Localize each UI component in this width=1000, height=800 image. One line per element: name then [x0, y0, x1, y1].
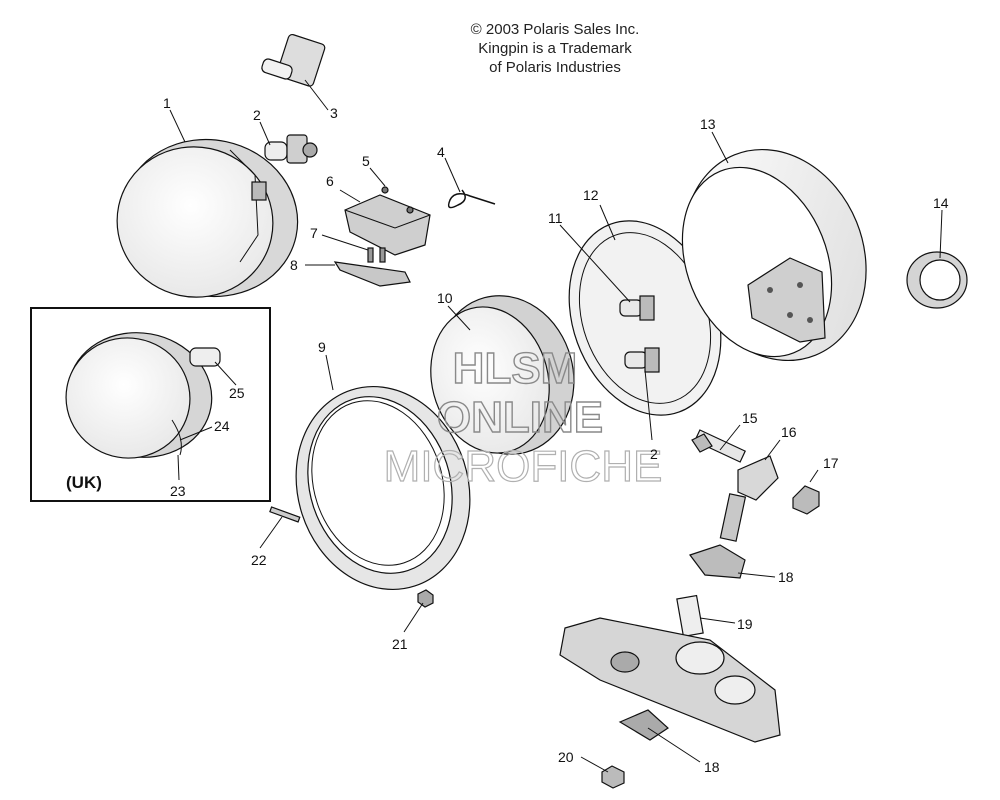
- watermark-line-3: MICROFICHE: [384, 442, 663, 491]
- housing-shell-part: [681, 148, 867, 362]
- copyright-line-2: Kingpin is a Trademark: [478, 40, 632, 57]
- leader-lines: [169, 79, 943, 773]
- watermark-line-1: HLSM: [453, 344, 578, 393]
- callout-11: 11: [548, 210, 563, 226]
- callout-16: 16: [781, 424, 797, 440]
- callout-23: 23: [170, 483, 186, 499]
- callout-9: 9: [318, 339, 326, 355]
- callout-19: 19: [737, 616, 753, 632]
- grommet-ring-part: [906, 251, 968, 309]
- lower-mount-assembly: [559, 544, 781, 789]
- copyright-line-1: © 2003 Polaris Sales Inc.: [470, 21, 640, 38]
- callout-8: 8: [290, 257, 298, 273]
- callout-labels: 1 2 3 4 5 6 7 8 9 10 11 12 13 14 15 16 1…: [66, 95, 949, 775]
- bulb-part: [264, 134, 318, 164]
- callout-24: 24: [214, 418, 230, 434]
- copyright-line-3: of Polaris Industries: [489, 59, 621, 76]
- callout-12: 12: [583, 187, 599, 203]
- callout-22: 22: [251, 552, 267, 568]
- callout-6: 6: [326, 173, 334, 189]
- callout-18: 18: [778, 569, 794, 585]
- callout-10: 10: [437, 290, 453, 306]
- headlamp-lens-part: [116, 138, 299, 298]
- watermark-line-2: ONLINE: [437, 393, 603, 442]
- callout-20: 20: [558, 749, 574, 765]
- uk-inset-box: [30, 307, 271, 502]
- callout-3: 3: [330, 105, 338, 121]
- bracket-assembly-part: [333, 186, 431, 287]
- callout-13: 13: [700, 116, 716, 132]
- bezel-ring-part: [295, 385, 471, 591]
- callout-21: 21: [392, 636, 408, 652]
- uk-inset-label: (UK): [66, 473, 102, 492]
- callout-1: 1: [163, 95, 171, 111]
- callout-15: 15: [742, 410, 758, 426]
- inner-headlamp-part: [430, 295, 575, 455]
- callout-2-secondary: 2: [650, 446, 658, 462]
- callout-4: 4: [437, 144, 445, 160]
- callout-18-secondary: 18: [704, 759, 720, 775]
- callout-17: 17: [823, 455, 839, 471]
- pivot-bracket-assembly: [691, 429, 820, 542]
- callout-2: 2: [253, 107, 261, 123]
- copyright-notice: © 2003 Polaris Sales Inc. Kingpin is a T…: [400, 20, 710, 77]
- callout-7: 7: [310, 225, 318, 241]
- callout-14: 14: [933, 195, 949, 211]
- bezel-fasteners: [269, 506, 434, 608]
- wire-tie-part: [447, 189, 496, 209]
- connector-part: [261, 33, 326, 87]
- mounting-plate-part: [568, 220, 722, 416]
- callout-25: 25: [229, 385, 245, 401]
- watermark: HLSM ONLINE MICROFICHE: [383, 343, 663, 491]
- callout-5: 5: [362, 153, 370, 169]
